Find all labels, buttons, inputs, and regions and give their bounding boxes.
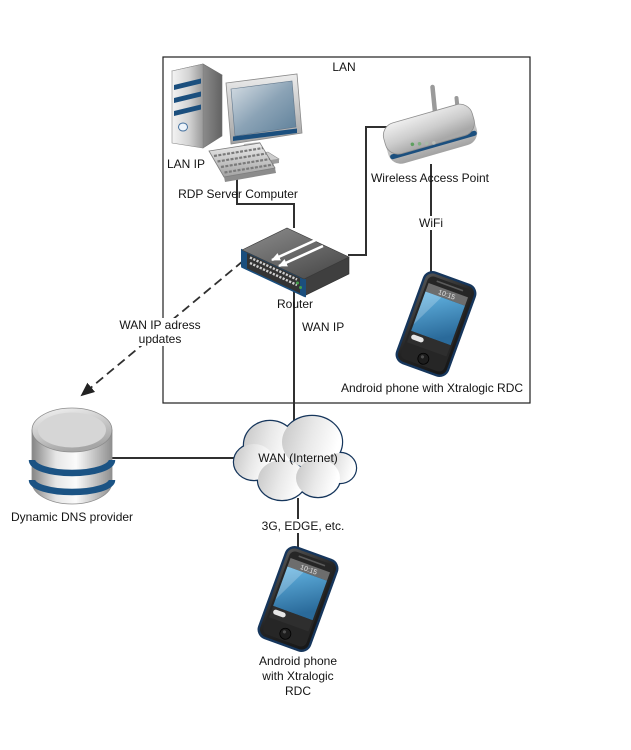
wan-ip-link-label: WAN IP xyxy=(302,320,345,334)
router-icon xyxy=(241,227,350,298)
dns-provider-label: Dynamic DNS provider xyxy=(11,510,134,524)
android-phone-lan-label: Android phone with Xtralogic RDC xyxy=(340,381,524,395)
android-phone-wan-label-line1: Android phone xyxy=(258,654,338,668)
link-wap-router xyxy=(348,126,390,256)
dns-update-link-label: WAN IP adress updates xyxy=(117,318,203,346)
rdp-server-computer-label: RDP Server Computer xyxy=(178,187,298,201)
android-phone-wan-icon: 10:15 xyxy=(257,545,339,653)
android-phone-lan-icon: 10:15 xyxy=(395,270,477,378)
mobile-link-label: 3G, EDGE, etc. xyxy=(259,519,347,533)
dns-update-link-label-line2: updates xyxy=(138,332,182,346)
android-phone-wan-label-line3: RDC xyxy=(284,684,311,698)
desktop-computer-icon xyxy=(171,63,303,182)
android-phone-wan-label: Android phone with Xtralogic RDC xyxy=(259,654,337,699)
router-label: Router xyxy=(276,297,314,311)
dns-update-link-label-line1: WAN IP adress xyxy=(119,318,201,332)
lan-ip-label: LAN IP xyxy=(167,157,206,171)
android-phone-wan-label-line2: with Xtralogic xyxy=(262,669,334,683)
database-icon xyxy=(28,407,116,505)
wireless-access-point-icon xyxy=(382,84,478,164)
lan-group-label: LAN xyxy=(332,60,356,74)
wifi-link-label: WiFi xyxy=(417,216,445,230)
wireless-access-point-label: Wireless Access Point xyxy=(370,171,490,185)
link-computer-router xyxy=(236,178,295,228)
lan-boundary-box xyxy=(162,56,531,404)
wan-cloud-label: WAN (Internet) xyxy=(258,451,338,465)
cloud-icon xyxy=(232,414,358,502)
